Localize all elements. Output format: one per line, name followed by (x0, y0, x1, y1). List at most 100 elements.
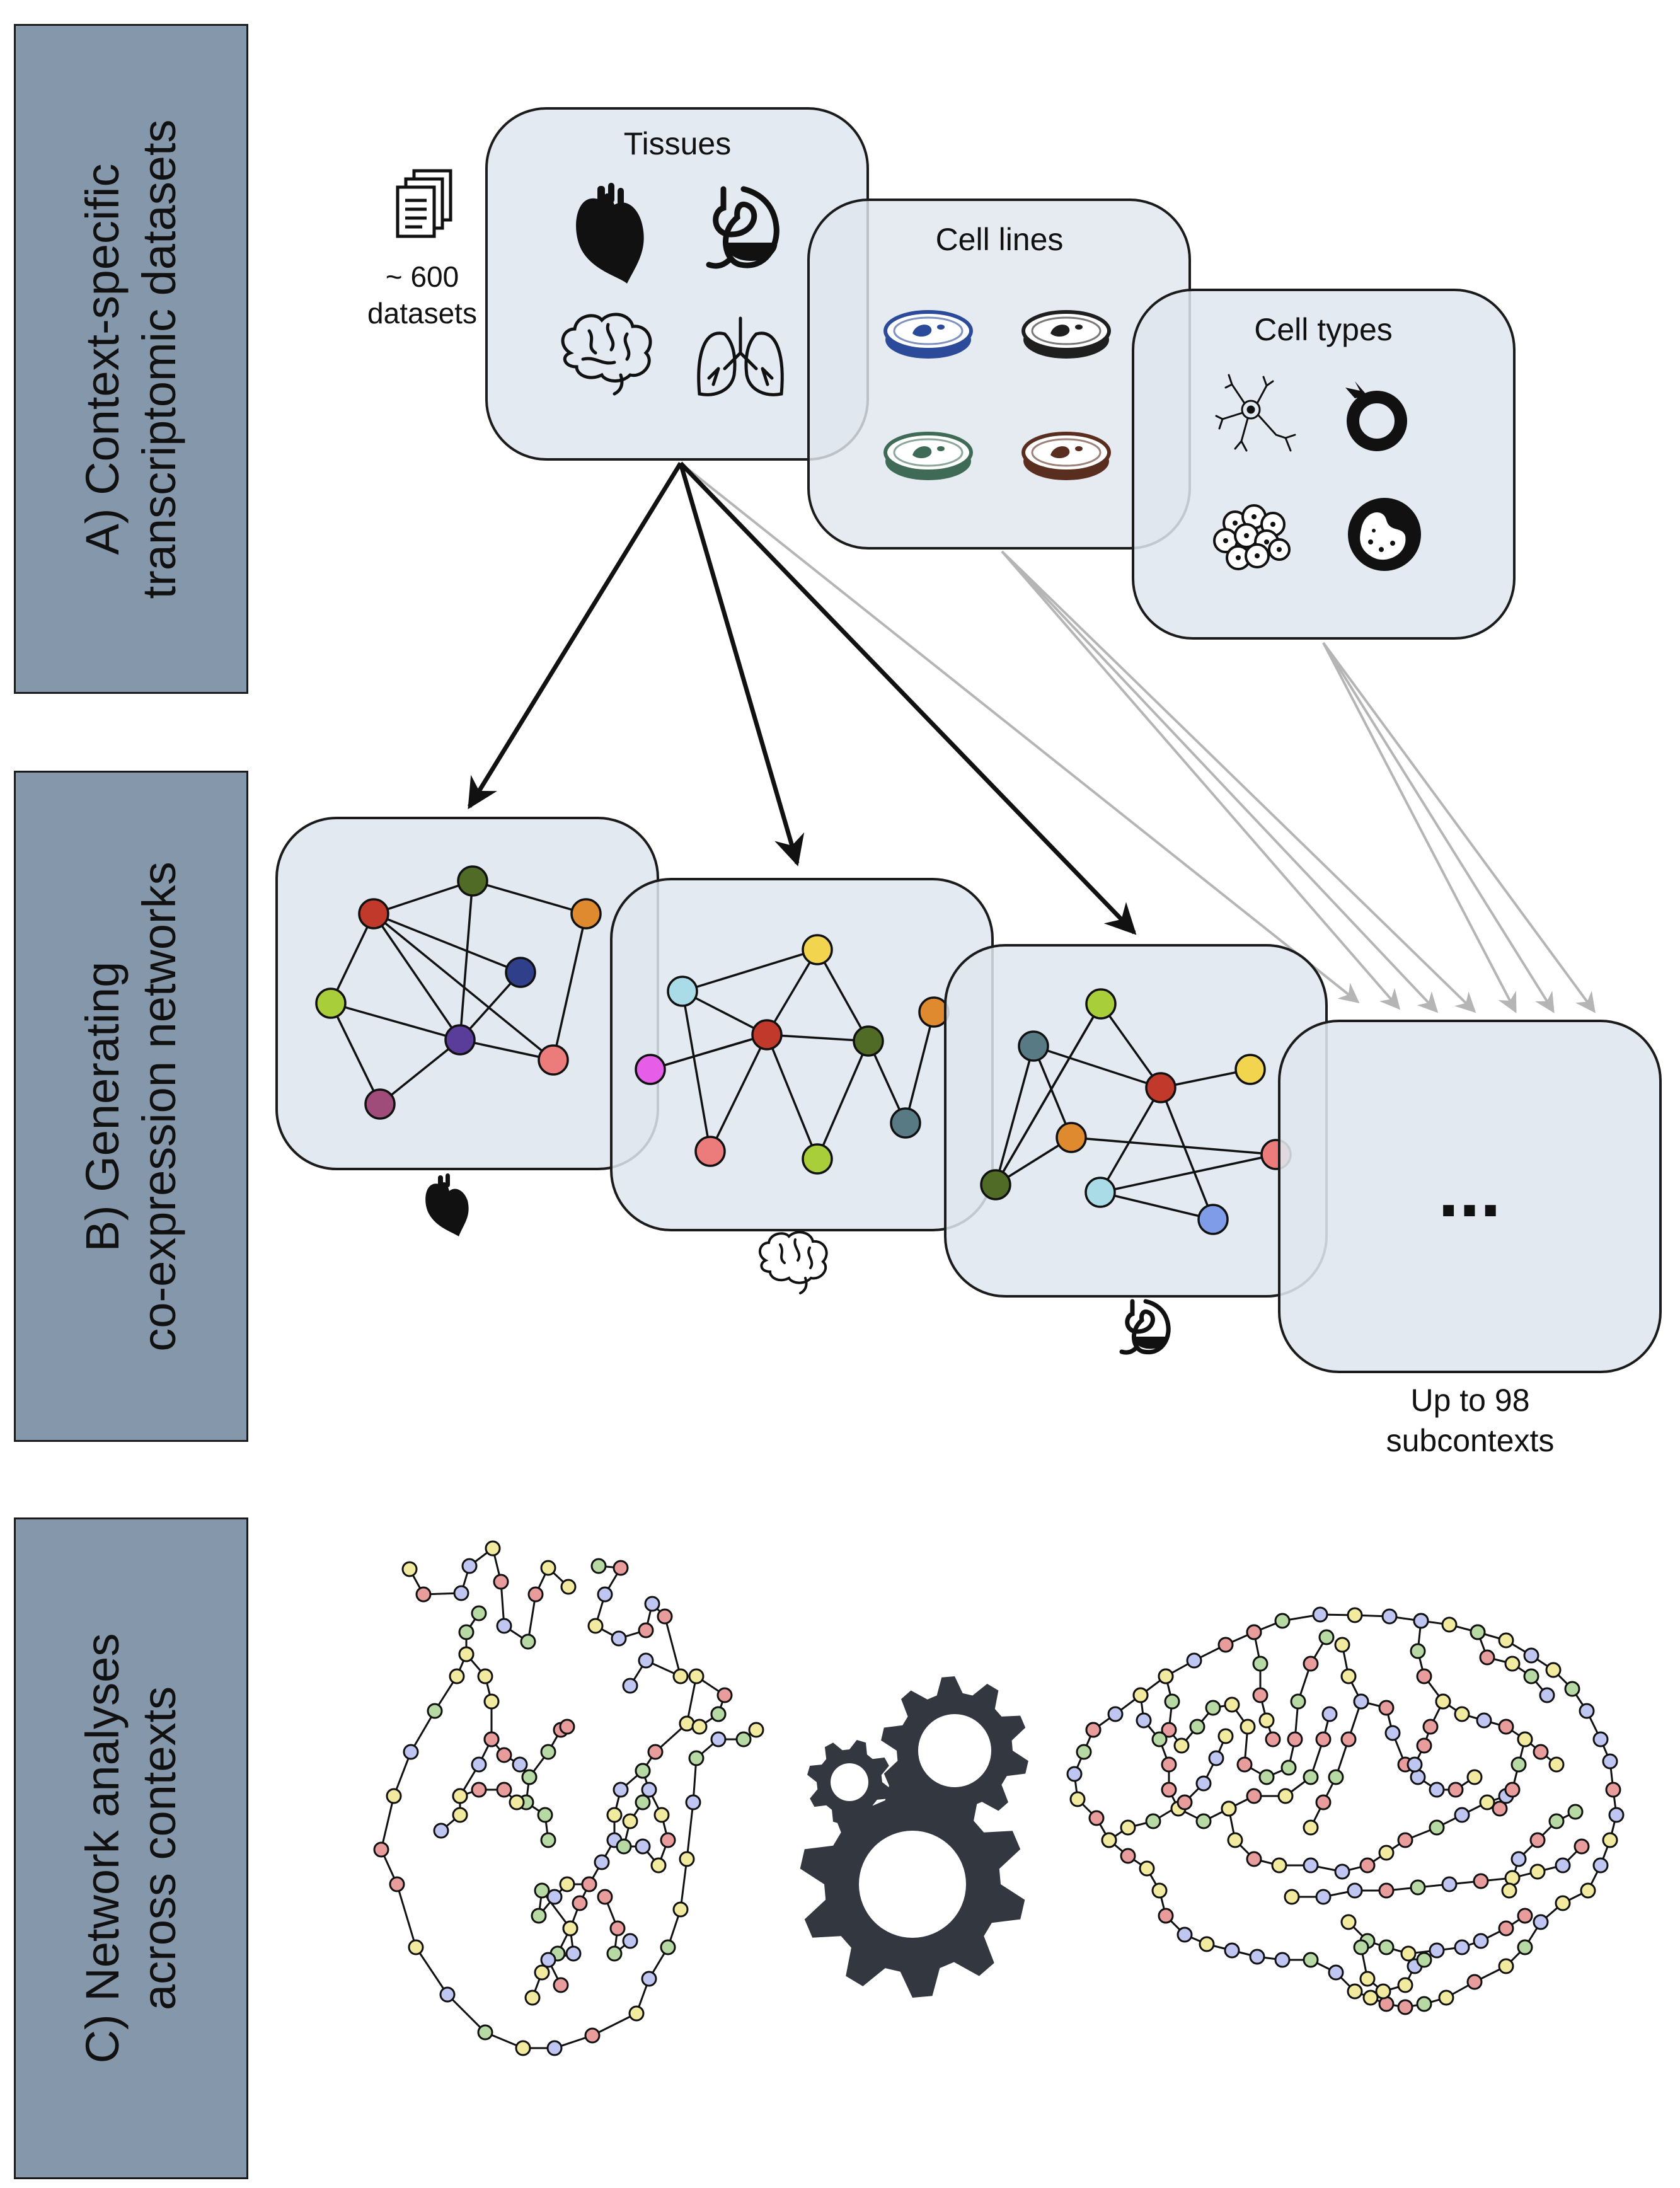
network-node (565, 1945, 582, 1962)
network-node (1195, 1813, 1212, 1829)
stomach-icon (1119, 1299, 1171, 1355)
network-node (1501, 1882, 1517, 1899)
petri-dish-icon (883, 310, 973, 359)
network-node (1085, 1722, 1102, 1738)
network-node (716, 1687, 733, 1703)
network-edge (330, 1002, 461, 1041)
network-node (1227, 1832, 1243, 1848)
network-node (1334, 1637, 1350, 1653)
network-node (641, 1782, 657, 1798)
network-node (1107, 1706, 1124, 1722)
network-node (1416, 1952, 1432, 1968)
network-node (1158, 1908, 1174, 1924)
network-node (657, 1608, 673, 1625)
network-node (1548, 1813, 1565, 1829)
network-node (1328, 1964, 1344, 1981)
network-node (667, 976, 698, 1007)
network-edge (681, 991, 711, 1152)
network-node (1151, 1882, 1168, 1899)
network-node (1397, 1832, 1413, 1848)
brain-icon (561, 313, 652, 396)
network-node (616, 1838, 632, 1855)
network-node (1069, 1791, 1086, 1807)
network-node (1018, 1030, 1049, 1062)
network-node (587, 1618, 604, 1634)
network-node (1608, 1807, 1625, 1823)
network-node (980, 1169, 1011, 1201)
network-node (505, 957, 536, 988)
network-node (1517, 1731, 1533, 1748)
network-node (1479, 1649, 1495, 1666)
network-edge (682, 948, 818, 993)
network-node (594, 1854, 610, 1870)
network-node (1347, 1607, 1363, 1623)
network-node (1161, 1756, 1177, 1773)
network-node (1274, 1613, 1291, 1629)
network-node (1574, 1838, 1590, 1855)
network-node (1280, 1759, 1297, 1776)
network-node (572, 1895, 588, 1911)
network-node (1429, 1819, 1445, 1836)
network-node (1161, 1782, 1177, 1798)
network-node (1328, 1769, 1344, 1785)
network-edge (415, 1947, 449, 1995)
network-edge (330, 1003, 381, 1105)
network-edge (1032, 1045, 1073, 1138)
network-node (638, 1622, 654, 1638)
network-node (1605, 1782, 1621, 1798)
network-node (1085, 988, 1117, 1020)
network-edge (682, 990, 768, 1036)
network-node (471, 1605, 487, 1621)
network-node (1523, 1668, 1539, 1684)
network-node (1413, 1613, 1429, 1629)
network-node (1303, 1655, 1319, 1672)
network-node (1378, 1882, 1395, 1899)
network-node (1217, 1637, 1234, 1653)
network-node (1277, 1788, 1294, 1804)
network-node (496, 1618, 512, 1634)
network-node (534, 1882, 550, 1899)
network-node (1454, 1939, 1470, 1955)
network-node (496, 1782, 512, 1798)
network-node (1315, 1731, 1332, 1748)
network-node (1334, 1863, 1350, 1880)
network-node (315, 987, 347, 1019)
network-node (853, 1025, 884, 1057)
network-node (1479, 1794, 1495, 1811)
network-node (559, 1876, 575, 1892)
stomach-icon (706, 186, 780, 269)
network-node (1466, 1769, 1483, 1785)
network-node (1602, 1832, 1618, 1848)
network-edge (766, 1034, 819, 1160)
network-node (1076, 1744, 1092, 1760)
network-node (688, 1750, 705, 1766)
lungs-icon (697, 316, 784, 396)
network-node (1287, 1731, 1303, 1748)
network-edge (446, 1993, 486, 2034)
network-node (1384, 1725, 1401, 1741)
network-node (1347, 1983, 1363, 2000)
network-node (444, 1024, 476, 1056)
network-node (364, 1088, 396, 1120)
network-edge (552, 913, 587, 1061)
network-node (660, 1832, 676, 1848)
ellipsis: ... (1438, 1148, 1501, 1233)
network-node (1158, 1668, 1174, 1684)
network-edge (373, 880, 473, 915)
network-node (1258, 1712, 1275, 1729)
petri-dish-icon (1021, 310, 1111, 359)
network-node (1145, 1072, 1177, 1103)
network-node (1498, 1632, 1514, 1649)
network-node (1353, 1939, 1369, 1955)
network-edge (1159, 1087, 1214, 1220)
network-node (1579, 1703, 1595, 1719)
network-node (1592, 1857, 1609, 1874)
network-node (415, 1586, 432, 1603)
network-node (1085, 1177, 1116, 1208)
network-node (635, 1054, 666, 1085)
network-node (1120, 1819, 1136, 1836)
network-brain (635, 934, 950, 1175)
network-node (1312, 1606, 1328, 1623)
network-edge (650, 1034, 768, 1071)
